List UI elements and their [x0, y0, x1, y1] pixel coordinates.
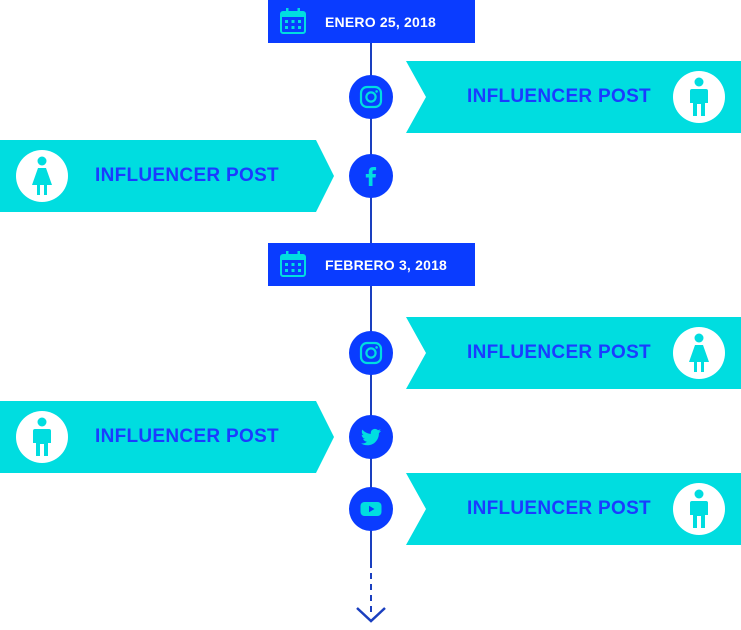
post-label: INFLUENCER POST: [95, 165, 279, 186]
chevron-down-icon: [356, 607, 386, 623]
instagram-icon: [359, 85, 383, 109]
timeline-dashed-line: [370, 562, 372, 612]
twitter-node[interactable]: [349, 415, 393, 459]
avatar: [673, 327, 725, 379]
post-label: INFLUENCER POST: [467, 498, 651, 519]
influencer-post-banner[interactable]: INFLUENCER POST: [0, 401, 334, 473]
post-label: INFLUENCER POST: [95, 426, 279, 447]
male-icon: [30, 417, 54, 457]
influencer-post-banner[interactable]: INFLUENCER POST: [406, 473, 741, 545]
date-label: ENERO 25, 2018: [325, 13, 436, 30]
female-icon: [30, 156, 54, 196]
avatar: [673, 483, 725, 535]
twitter-icon: [360, 428, 381, 446]
influencer-post-banner[interactable]: INFLUENCER POST: [406, 317, 741, 389]
avatar: [673, 71, 725, 123]
instagram-node[interactable]: [349, 75, 393, 119]
youtube-node[interactable]: [349, 487, 393, 531]
calendar-icon: [280, 8, 306, 34]
calendar-icon: [280, 251, 306, 277]
instagram-icon: [359, 341, 383, 365]
date-badge: FEBRERO 3, 2018: [268, 243, 475, 286]
date-label: FEBRERO 3, 2018: [325, 256, 448, 273]
male-icon: [687, 489, 711, 529]
date-badge: ENERO 25, 2018: [268, 0, 475, 43]
post-label: INFLUENCER POST: [467, 342, 651, 363]
facebook-icon: [365, 167, 377, 186]
male-icon: [687, 77, 711, 117]
female-icon: [687, 333, 711, 373]
facebook-node[interactable]: [349, 154, 393, 198]
youtube-icon: [360, 502, 382, 516]
influencer-post-banner[interactable]: INFLUENCER POST: [406, 61, 741, 133]
timeline-line: [370, 42, 372, 562]
post-label: INFLUENCER POST: [467, 86, 651, 107]
avatar: [16, 150, 68, 202]
instagram-node[interactable]: [349, 331, 393, 375]
avatar: [16, 411, 68, 463]
influencer-post-banner[interactable]: INFLUENCER POST: [0, 140, 334, 212]
